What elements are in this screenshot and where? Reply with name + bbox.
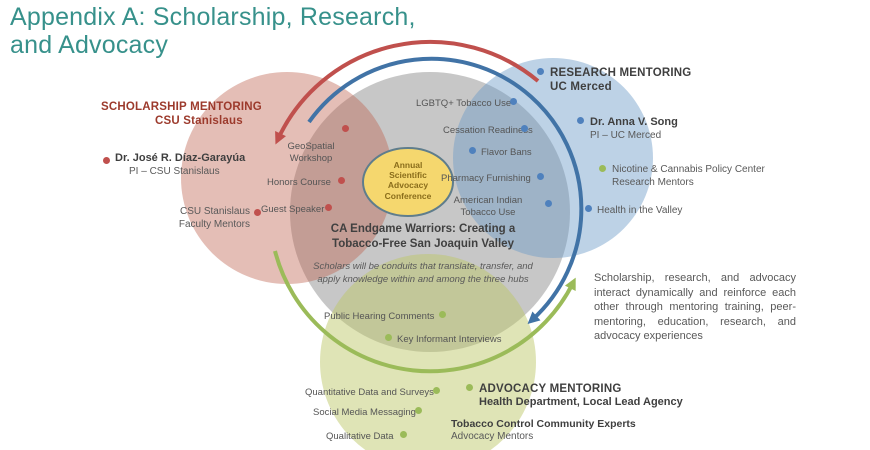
scholarship-pi-role: PI – CSU Stanislaus <box>129 166 220 177</box>
research-circle <box>453 58 653 258</box>
conference-label: Annual Scientific Advocacy Conference <box>384 160 432 201</box>
research-partner-dot <box>585 205 592 212</box>
advocacy-org: Health Department, Local Lead Agency <box>479 396 683 408</box>
scholarship-mentors-label: CSU Stanislaus Faculty Mentors <box>178 206 250 230</box>
topic-cessation: Cessation Readiness <box>443 125 533 136</box>
page-title: Appendix A: Scholarship, Research, and A… <box>10 3 416 59</box>
topic-social-media: Social Media Messaging <box>313 407 416 418</box>
topic-public-hearing-dot <box>439 311 446 318</box>
scholarship-heading: SCHOLARSHIP MENTORING <box>101 101 262 113</box>
green-cycle-arrow <box>273 250 576 374</box>
scholarship-pi-dot <box>103 157 110 164</box>
topic-honors-dot <box>338 177 345 184</box>
topic-qualitative-dot <box>400 431 407 438</box>
advocacy-mentors-label: Advocacy Mentors <box>451 431 534 442</box>
topic-guest-dot <box>325 204 332 211</box>
research-heading: RESEARCH MENTORING <box>550 67 692 79</box>
hub-title: CA Endgame Warriors: Creating a Tobacco-… <box>330 223 516 250</box>
topic-geospatial-workshop: GeoSpatial Workshop <box>287 141 335 164</box>
scholarship-pi-name: Dr. José R. Díaz-Garayúa <box>115 152 246 164</box>
topic-american-indian-dot <box>545 200 552 207</box>
topic-geospatial-dot <box>342 125 349 132</box>
research-pi-name: Dr. Anna V. Song <box>590 116 678 128</box>
topic-key-informant-dot <box>385 334 392 341</box>
research-heading-dot <box>537 68 544 75</box>
topic-social-media-dot <box>415 407 422 414</box>
hub-subtitle: Scholars will be conduits that translate… <box>313 261 533 285</box>
topic-qualitative-data: Qualitative Data <box>326 431 394 442</box>
topic-pharmacy: Pharmacy Furnishing <box>441 173 531 184</box>
topic-pharmacy-dot <box>537 173 544 180</box>
topic-public-hearing: Public Hearing Comments <box>324 311 435 322</box>
scholarship-mentors-dot <box>254 209 261 216</box>
red-cycle-arrow <box>275 39 540 145</box>
blue-cycle-arrow <box>307 56 584 325</box>
interaction-note: Scholarship, research, and advocacy inte… <box>594 272 796 343</box>
topic-guest-speaker: Guest Speaker <box>261 204 325 215</box>
advocacy-circle <box>320 254 536 450</box>
topic-quantitative-dot <box>433 387 440 394</box>
research-partner-label: Health in the Valley <box>597 205 683 216</box>
research-mentors-label: Nicotine & Cannabis Policy Center Resear… <box>612 164 765 188</box>
topic-flavor-bans: Flavor Bans <box>481 147 532 158</box>
topic-honors-course: Honors Course <box>267 177 331 188</box>
topic-quantitative-data: Quantitative Data and Surveys <box>305 387 434 398</box>
topic-american-indian: American Indian Tobacco Use <box>453 195 523 218</box>
topic-lgbtq-dot <box>510 98 517 105</box>
topic-lgbtq-tobacco: LGBTQ+ Tobacco Use <box>416 98 512 109</box>
topic-cessation-dot <box>521 125 528 132</box>
research-pi-dot <box>577 117 584 124</box>
conference-ellipse <box>362 147 454 217</box>
research-mentors-dot <box>599 165 606 172</box>
advocacy-heading: ADVOCACY MENTORING <box>479 383 622 395</box>
scholarship-org: CSU Stanislaus <box>155 115 243 127</box>
scholarship-circle <box>181 72 393 284</box>
research-org: UC Merced <box>550 81 612 93</box>
topic-key-informant: Key Informant Interviews <box>397 334 502 345</box>
topic-flavor-dot <box>469 147 476 154</box>
research-pi-role: PI – UC Merced <box>590 130 662 141</box>
advocacy-experts: Tobacco Control Community Experts <box>451 418 636 430</box>
advocacy-heading-dot <box>466 384 473 391</box>
